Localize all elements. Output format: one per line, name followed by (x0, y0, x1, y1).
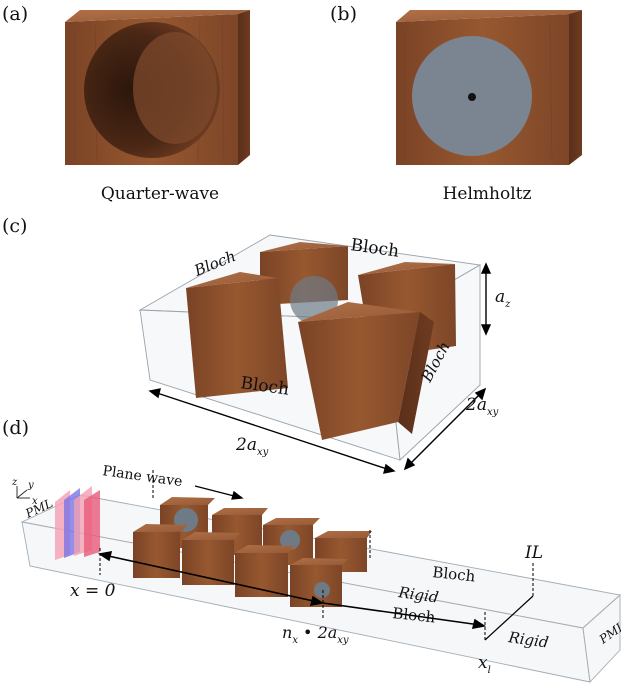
quarter-wave-caption: Quarter-wave (101, 184, 219, 204)
il-line (484, 595, 534, 641)
panel-c: (c) Bloch Bloch Bloch Bloch (2, 215, 511, 474)
cube-front (298, 302, 434, 440)
plane-wave-label: Plane wave (101, 463, 183, 490)
plane-wave-arrow (194, 485, 244, 500)
cube-left (186, 272, 288, 398)
axis-y: y (27, 480, 34, 491)
width-label-front: 2axy (235, 435, 269, 458)
panel-d-tag: (d) (2, 417, 29, 439)
cube-array (133, 497, 372, 607)
dimension-arrows (148, 262, 492, 474)
panel-c-tag: (c) (2, 215, 27, 237)
panel-b-tag: (b) (330, 3, 357, 25)
quarter-wave-resonator (65, 10, 250, 165)
panel-d: (d) z y x PML PML Plane wave (2, 417, 621, 684)
il-label: IL (524, 543, 543, 563)
reference-lines (99, 470, 534, 642)
helmholtz-resonator (396, 10, 582, 165)
height-label: az (495, 287, 511, 310)
rigid-label-mid: Rigid (396, 583, 439, 607)
cell-length-arrow (97, 550, 325, 607)
axis-z: z (11, 477, 18, 488)
axis-x: x (32, 496, 38, 507)
panel-b: (b) Helmholtz (330, 3, 582, 204)
panel-a: (a) Quarter-wave (2, 3, 250, 204)
width-label-side: 2axy (465, 395, 499, 418)
panel-a-tag: (a) (2, 3, 28, 25)
x-origin-label: x = 0 (70, 581, 116, 601)
bloch-label-upper: Bloch (432, 563, 477, 585)
pml-layers (55, 486, 100, 560)
downstream-arrow (322, 602, 487, 630)
cavity-back-wall (133, 32, 217, 144)
axes-triad (16, 486, 30, 499)
xl-label: xl (478, 653, 491, 676)
membrane-neck (468, 93, 476, 101)
helmholtz-caption: Helmholtz (443, 184, 532, 204)
n-label: nx • 2axy (282, 623, 349, 646)
rigid-label-right: Rigid (506, 628, 549, 652)
